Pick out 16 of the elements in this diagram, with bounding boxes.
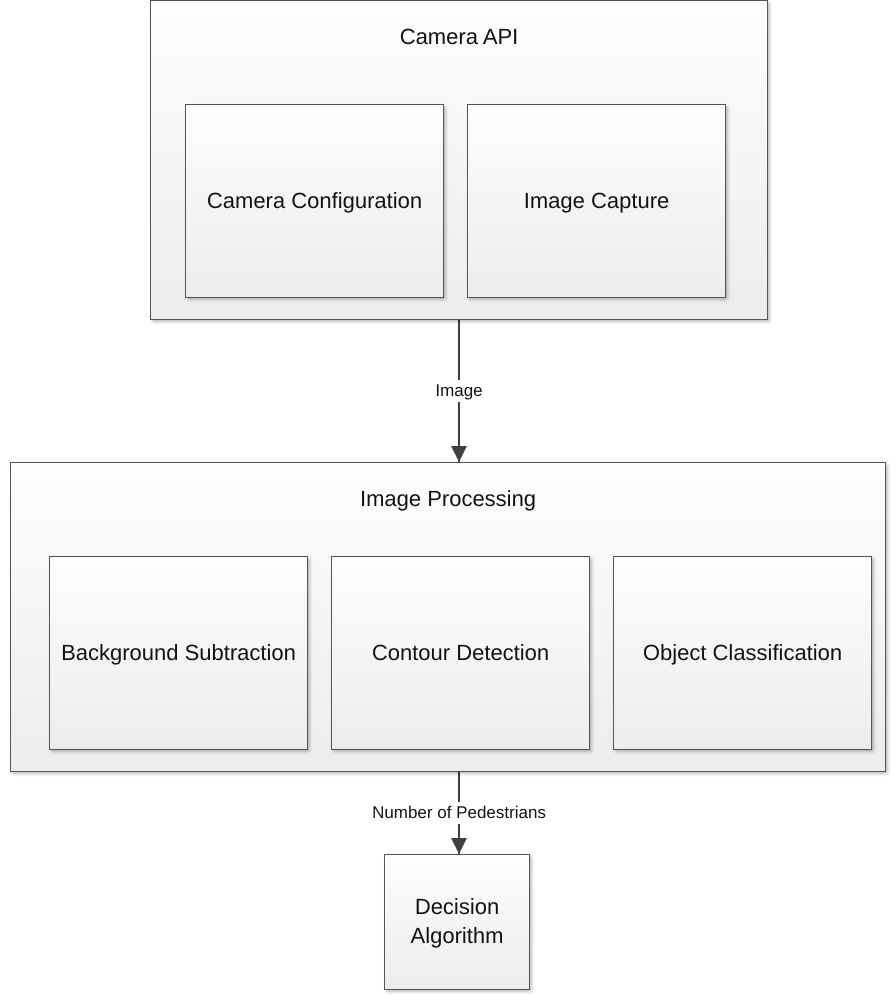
box-label: Contour Detection xyxy=(370,638,550,667)
process-box xyxy=(467,104,726,298)
box-label: Background Subtraction xyxy=(60,638,297,667)
group-box xyxy=(150,0,768,320)
process-box xyxy=(185,104,444,298)
process-box xyxy=(613,556,872,750)
process-box xyxy=(331,556,590,750)
box-label: Image Capture xyxy=(522,186,670,215)
group-box xyxy=(10,462,886,772)
box-label: Camera Configuration xyxy=(206,186,424,215)
box-label: Object Classification xyxy=(642,638,844,667)
group-title: Camera API xyxy=(398,23,520,51)
process-box xyxy=(49,556,308,750)
process-box xyxy=(384,854,530,990)
box-label: Decision Algorithm xyxy=(410,893,504,950)
group-title: Image Processing xyxy=(358,485,538,513)
